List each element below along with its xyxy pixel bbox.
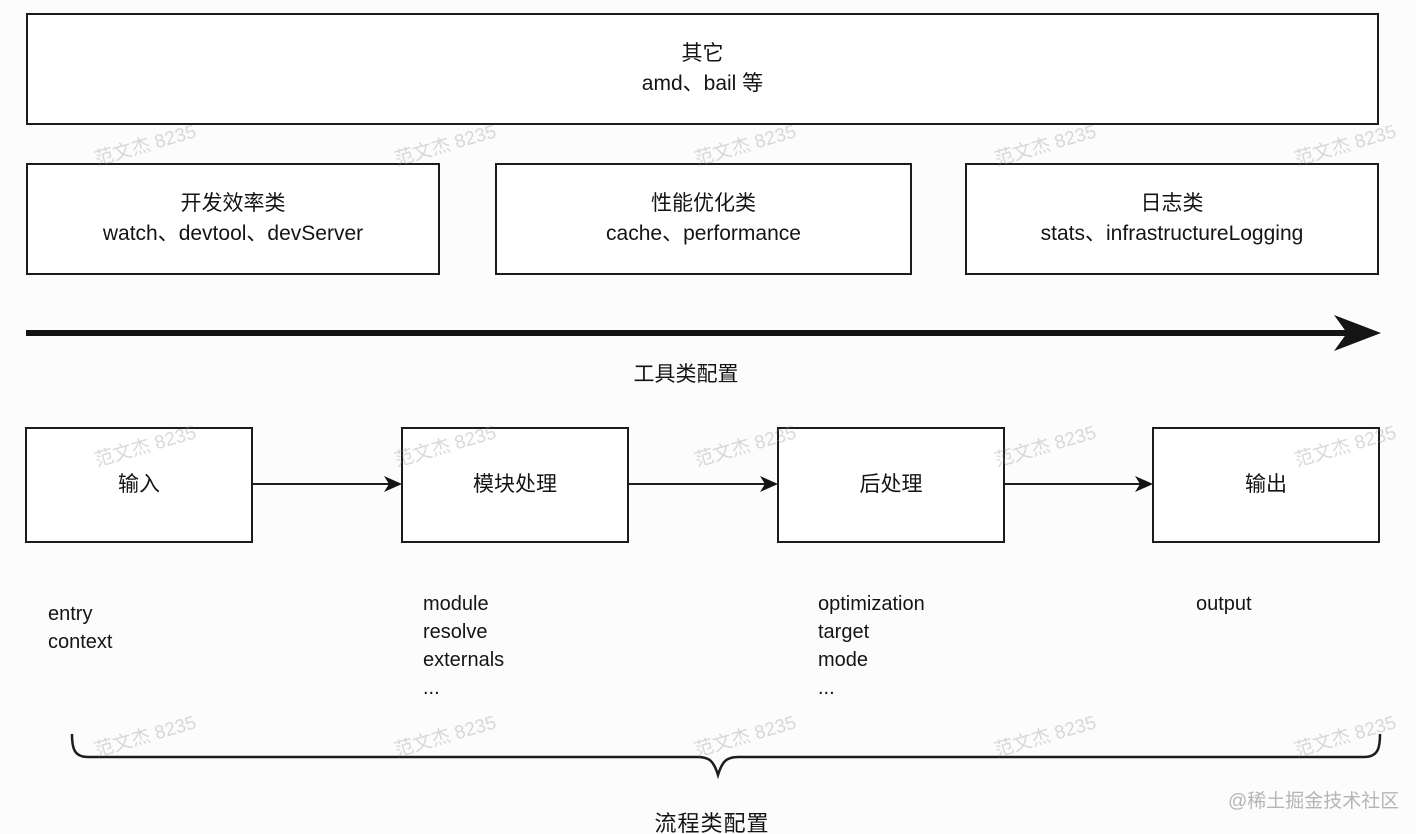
category-items: watch、devtool、devServer (102, 222, 364, 245)
category-items: cache、performance (606, 222, 801, 245)
flow-box-output: 输出 (1152, 427, 1380, 543)
option-item: context (48, 631, 113, 653)
option-item: externals (423, 649, 505, 671)
option-item: module (423, 593, 489, 615)
flow-box-label: 输入 (118, 473, 160, 496)
option-item: ... (818, 677, 835, 699)
flow-box-label: 输出 (1245, 473, 1287, 496)
category-items: stats、infrastructureLogging (1040, 222, 1304, 245)
option-item: optimization (818, 593, 925, 615)
flow-connector-arrow (253, 476, 402, 492)
watermark-text: 范文杰 8235 (992, 422, 1099, 472)
option-item: resolve (423, 621, 488, 643)
output-options-list: output (1196, 590, 1252, 618)
other-box-items: amd、bail 等 (641, 72, 764, 95)
category-title: 开发效率类 (180, 192, 286, 215)
flow-axis-brace (70, 734, 1382, 780)
flow-connector-arrow (629, 476, 778, 492)
flow-axis-label: 流程类配置 (654, 811, 770, 834)
option-item: ... (423, 677, 440, 699)
flow-box-input: 输入 (25, 427, 253, 543)
module-options-list: module resolve externals ... (423, 590, 504, 702)
category-title: 日志类 (1140, 192, 1204, 215)
option-item: output (1196, 593, 1252, 615)
flow-connector-arrow (1004, 476, 1153, 492)
category-box-logging: 日志类 stats、infrastructureLogging (965, 163, 1379, 275)
flow-box-label: 后处理 (859, 473, 923, 496)
credit-watermark: @稀土掘金技术社区 (1228, 791, 1400, 812)
tool-axis-label: 工具类配置 (633, 363, 739, 386)
postprocess-options-list: optimization target mode ... (818, 590, 925, 702)
other-config-box: 其它 amd、bail 等 (26, 13, 1379, 125)
tool-axis-arrow (26, 315, 1381, 351)
other-box-title: 其它 (681, 42, 724, 65)
option-item: mode (818, 649, 869, 671)
flow-box-label: 模块处理 (473, 473, 557, 496)
category-box-dev-efficiency: 开发效率类 watch、devtool、devServer (26, 163, 440, 275)
flow-box-module-processing: 模块处理 (401, 427, 629, 543)
option-item: entry (48, 603, 93, 625)
category-box-performance: 性能优化类 cache、performance (495, 163, 912, 275)
flow-box-post-processing: 后处理 (777, 427, 1005, 543)
option-item: target (818, 621, 870, 643)
category-title: 性能优化类 (651, 192, 756, 215)
input-options-list: entry context (48, 600, 112, 656)
